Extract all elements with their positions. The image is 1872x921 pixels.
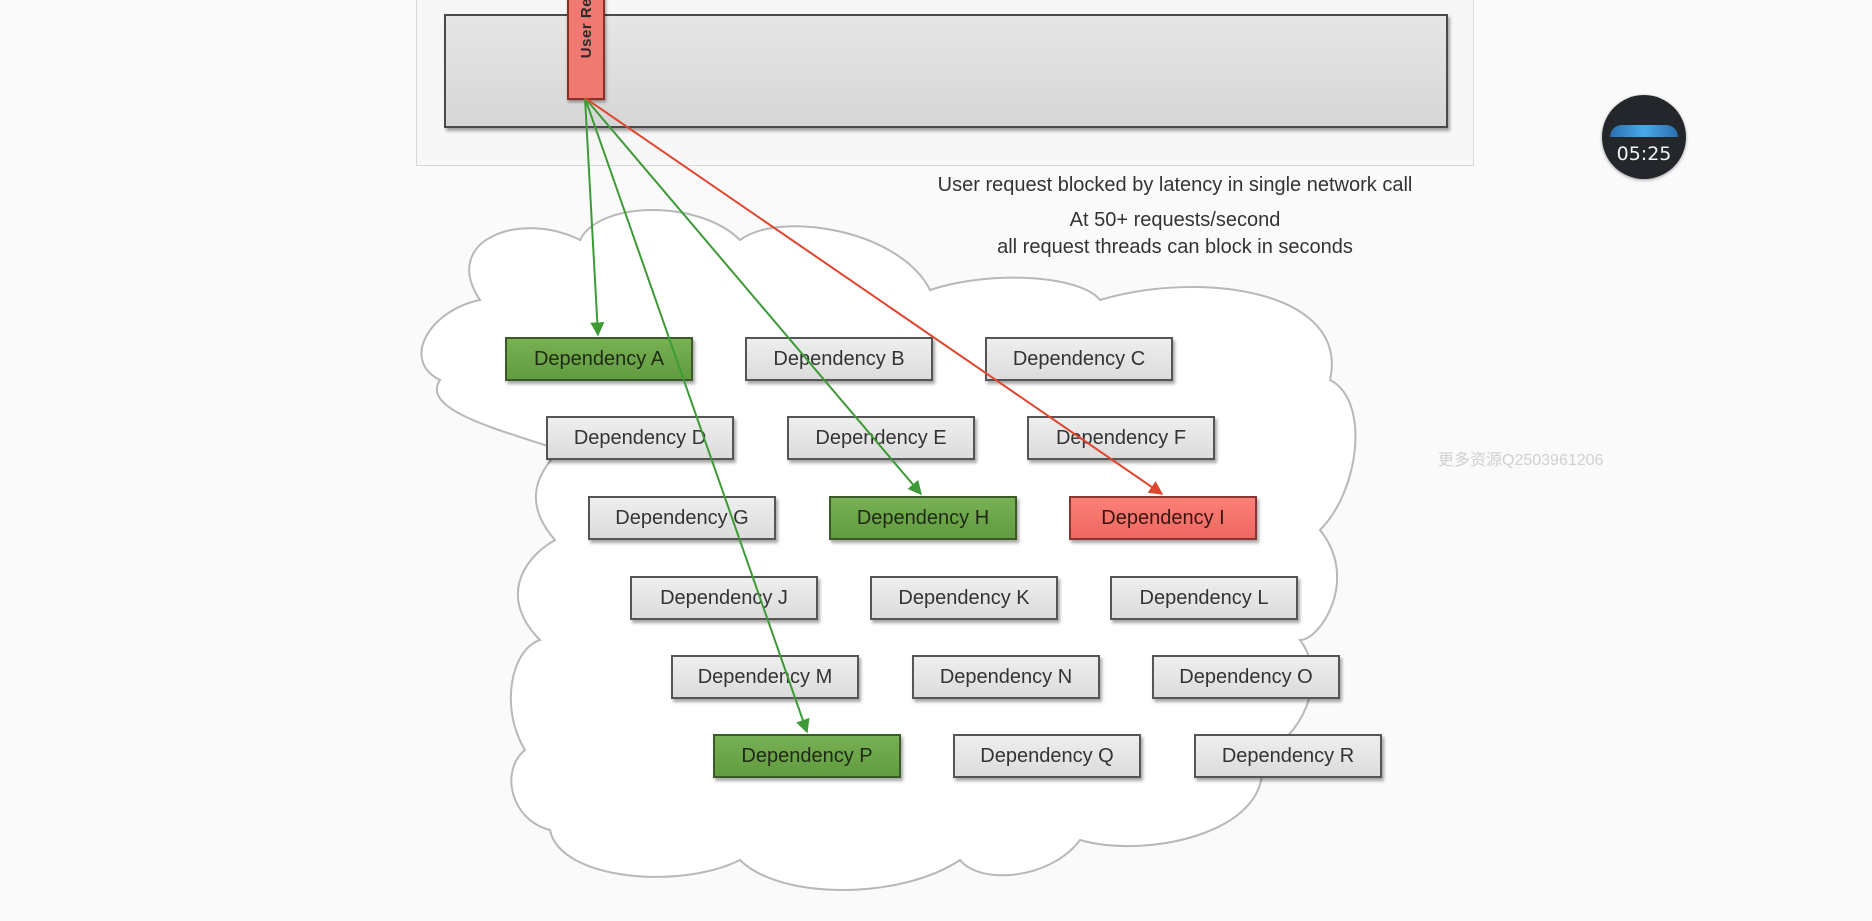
dependency-h: Dependency H: [829, 496, 1017, 540]
dependency-d: Dependency D: [546, 416, 734, 460]
dependency-m: Dependency M: [671, 655, 859, 699]
dependency-r: Dependency R: [1194, 734, 1382, 778]
dependency-g: Dependency G: [588, 496, 776, 540]
audio-wave-icon: [1610, 125, 1678, 137]
dependency-b: Dependency B: [745, 337, 933, 381]
dependency-f: Dependency F: [1027, 416, 1215, 460]
dependency-k: Dependency K: [870, 576, 1058, 620]
timer-text: 05:25: [1616, 143, 1672, 165]
dependency-o: Dependency O: [1152, 655, 1340, 699]
dependency-l: Dependency L: [1110, 576, 1298, 620]
dependency-a: Dependency A: [505, 337, 693, 381]
dependency-n: Dependency N: [912, 655, 1100, 699]
dependency-p: Dependency P: [713, 734, 901, 778]
user-request-block: User Re: [567, 0, 605, 100]
recording-timer[interactable]: 05:25: [1602, 95, 1686, 179]
dependency-e: Dependency E: [787, 416, 975, 460]
dependency-i: Dependency I: [1069, 496, 1257, 540]
dependency-c: Dependency C: [985, 337, 1173, 381]
dependency-q: Dependency Q: [953, 734, 1141, 778]
watermark: 更多资源Q2503961206: [1438, 452, 1604, 469]
cloud-shape: [420, 209, 1357, 891]
dependency-j: Dependency J: [630, 576, 818, 620]
